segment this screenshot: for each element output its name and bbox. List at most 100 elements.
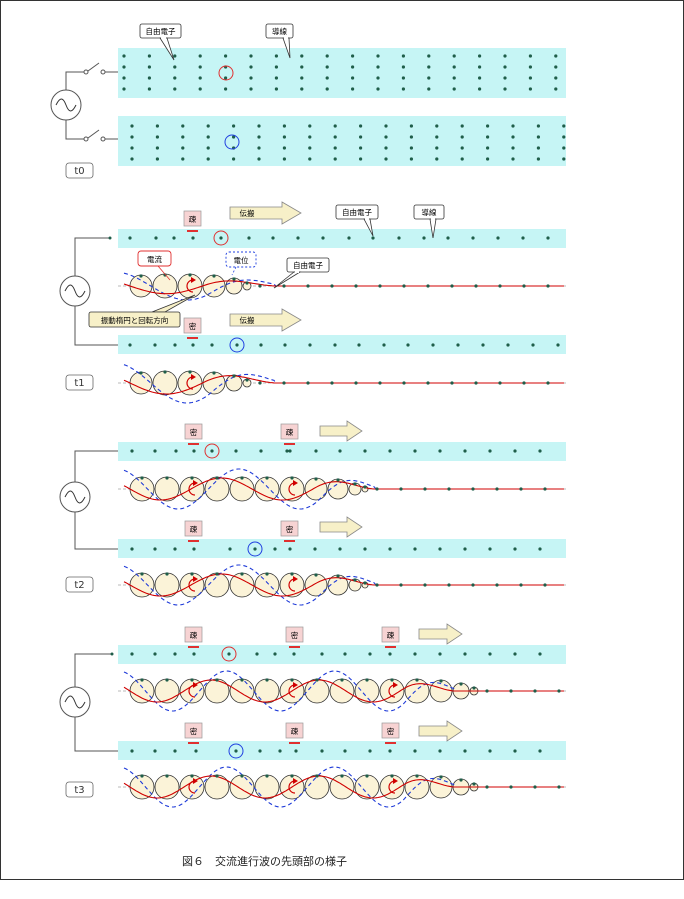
free-electron-dot	[122, 65, 126, 69]
free-electron-dot	[384, 135, 388, 139]
free-electron-dot	[427, 54, 431, 58]
free-electron-dot	[265, 678, 269, 682]
free-electron-dot	[439, 775, 443, 779]
switch-icon	[83, 62, 118, 75]
free-electron-dot	[478, 54, 482, 58]
free-electron-dot	[401, 65, 405, 69]
free-electron-dot	[388, 547, 392, 551]
free-electron-dot	[306, 381, 310, 385]
free-electron-dot	[273, 547, 277, 551]
svg-text:密: 密	[286, 524, 294, 534]
free-electron-dot	[290, 678, 294, 682]
free-electron-dot	[427, 65, 431, 69]
free-electron-dot	[155, 146, 159, 150]
wave-strip-t3-summary	[118, 766, 566, 808]
free-electron-dot	[368, 652, 372, 656]
free-electron-dot	[365, 678, 369, 682]
free-electron-dot	[543, 487, 547, 491]
free-electron-dot	[333, 124, 337, 128]
free-electron-dot	[249, 87, 253, 91]
free-electron-dot	[460, 146, 464, 150]
free-electron-dot	[330, 381, 334, 385]
vibration-ellipse	[152, 370, 178, 396]
free-electron-dot	[308, 135, 312, 139]
free-electron-dot	[190, 774, 194, 778]
free-electron-dot	[296, 236, 300, 240]
vibration-ellipse	[279, 572, 305, 598]
free-electron-dot	[431, 343, 435, 347]
callout-free-electron: 自由電子	[273, 257, 330, 289]
free-electron-dot	[543, 583, 547, 587]
free-electron-dot	[486, 146, 490, 150]
free-electron-dot	[338, 449, 342, 453]
conductor-band-upper	[118, 229, 566, 248]
free-electron-dot	[234, 749, 238, 753]
tracked-electron-marker-lower	[228, 743, 244, 759]
free-electron-dot	[300, 76, 304, 80]
conductor-band-upper	[118, 48, 566, 98]
free-electron-dot	[163, 273, 167, 277]
vibration-ellipse	[304, 477, 328, 501]
current-wave	[123, 375, 564, 395]
svg-text:疎: 疎	[387, 631, 395, 640]
free-electron-dot	[188, 273, 192, 277]
vibration-ellipse	[279, 476, 305, 502]
free-electron-dot	[173, 749, 177, 753]
sparse-tag: 疎	[381, 626, 400, 648]
free-electron-dot	[365, 774, 369, 778]
propagation-arrow-icon	[319, 516, 363, 538]
dense-tag: 密	[280, 520, 299, 542]
free-electron-dot	[513, 652, 517, 656]
free-electron-dot	[274, 87, 278, 91]
free-electron-dot	[536, 146, 541, 150]
free-electron-dot	[300, 54, 304, 58]
free-electron-dot	[147, 76, 151, 80]
free-electron-dot	[130, 749, 134, 753]
free-electron-dot	[495, 583, 499, 587]
free-electron-dot	[257, 135, 261, 139]
panel-t2: 密 疎 疎 密 t2	[59, 420, 566, 606]
free-electron-dot	[147, 54, 151, 58]
conductor-band-lower	[118, 539, 566, 558]
free-electron-dot	[401, 54, 405, 58]
free-electron-dot	[139, 371, 143, 375]
vibration-ellipse	[154, 678, 180, 704]
free-electron-dot	[190, 678, 194, 682]
free-electron-dot	[452, 54, 456, 58]
free-electron-dot	[313, 547, 317, 551]
free-electron-dot	[409, 146, 413, 150]
free-electron-dot	[227, 652, 231, 656]
free-electron-dot	[538, 547, 542, 551]
free-electron-dot	[140, 572, 144, 576]
free-electron-dot	[325, 87, 329, 91]
tracked-electron-marker-upper	[204, 443, 220, 459]
free-electron-dot	[206, 146, 210, 150]
free-electron-dot	[486, 157, 490, 161]
free-electron-dot	[265, 774, 269, 778]
free-electron-dot	[336, 574, 340, 578]
free-electron-dot	[498, 284, 502, 288]
free-electron-dot	[452, 87, 456, 91]
free-electron-dot	[181, 124, 185, 128]
free-electron-dot	[415, 774, 419, 778]
free-electron-dot	[506, 343, 510, 347]
free-electron-dot	[376, 76, 380, 80]
free-electron-dot	[215, 572, 219, 576]
free-electron-dot	[325, 76, 329, 80]
free-electron-dot	[351, 65, 355, 69]
svg-text:伝搬: 伝搬	[240, 315, 255, 325]
free-electron-dot	[390, 774, 394, 778]
free-electron-dot	[282, 124, 286, 128]
free-electron-dot	[174, 449, 178, 453]
svg-text:密: 密	[190, 726, 198, 736]
free-electron-dot	[147, 65, 151, 69]
sparse-tag: 疎	[285, 722, 304, 744]
free-electron-dot	[413, 749, 417, 753]
free-electron-dot	[325, 54, 329, 58]
free-electron-dot	[215, 678, 219, 682]
vibration-ellipse	[354, 678, 380, 704]
free-electron-dot	[401, 76, 405, 80]
free-electron-dot	[521, 236, 525, 240]
free-electron-dot	[538, 652, 542, 656]
